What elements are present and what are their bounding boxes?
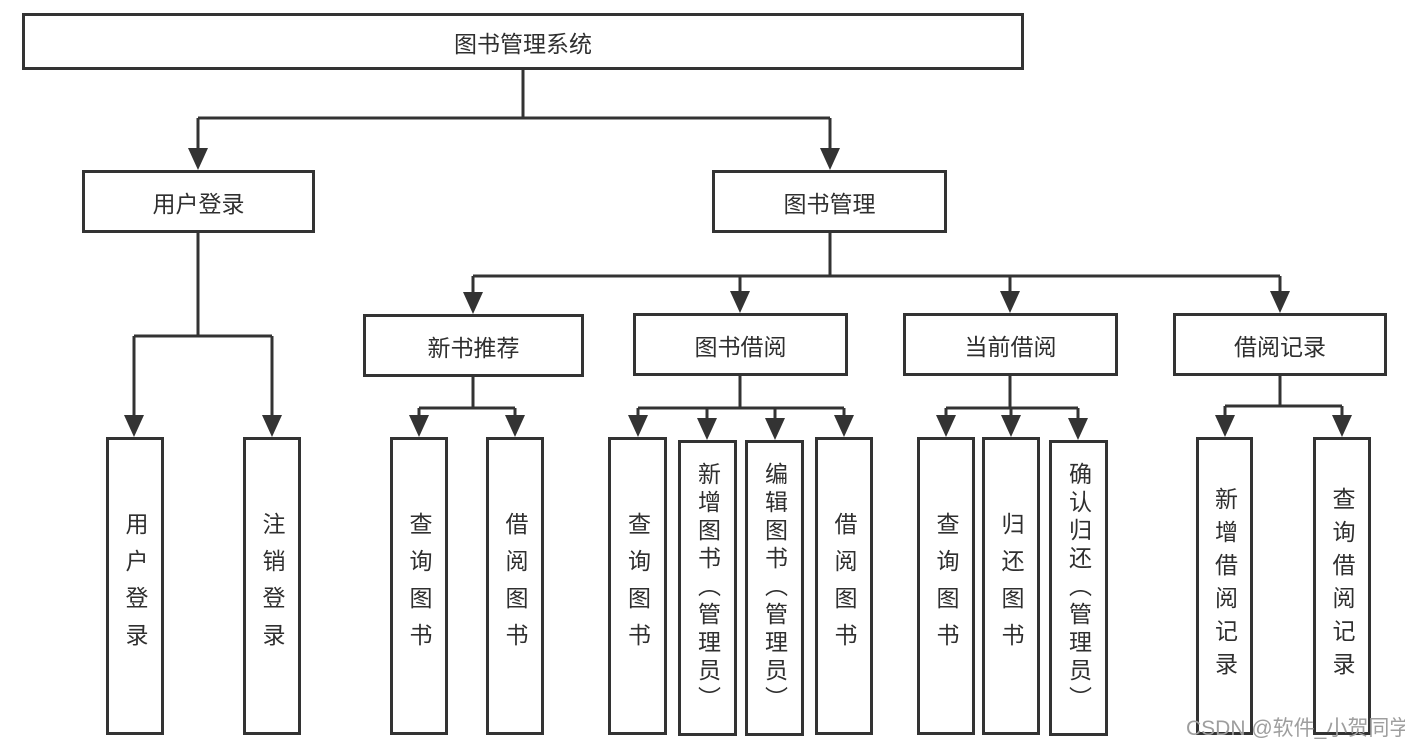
node-new-book-recommend: 新书推荐 — [363, 314, 584, 377]
leaf-label: 查询图书 — [624, 512, 651, 660]
leaf-label: 查询借阅记录 — [1329, 487, 1355, 685]
leaf-bw-borrow-books: 借阅图书 — [815, 437, 873, 735]
leaf-label: 借阅图书 — [831, 512, 857, 660]
leaf-label: 确认归还（管理员） — [1065, 462, 1092, 714]
leaf-rec-add-borrow-record: 新增借阅记录 — [1196, 437, 1253, 735]
leaf-label: 查询图书 — [406, 512, 432, 660]
leaf-cur-confirm-return-admin: 确认归还（管理员） — [1049, 440, 1108, 736]
leaf-rec-query-borrow-record: 查询借阅记录 — [1313, 437, 1371, 735]
node-label: 图书借阅 — [694, 333, 787, 360]
node-label: 图书管理系统 — [454, 30, 592, 57]
leaf-label: 编辑图书（管理员） — [761, 462, 788, 714]
node-library-system: 图书管理系统 — [22, 13, 1024, 70]
leaf-bw-query-books: 查询图书 — [608, 437, 667, 735]
leaf-bw-add-books-admin: 新增图书（管理员） — [678, 440, 737, 736]
leaf-label: 归还图书 — [998, 512, 1024, 660]
node-label: 用户登录 — [152, 190, 245, 217]
leaf-cur-return-books: 归还图书 — [982, 437, 1040, 735]
arrowheads — [124, 148, 1352, 440]
leaf-label: 借阅图书 — [502, 512, 528, 660]
watermark: CSDN @软件_小贺同学 — [1186, 717, 1405, 740]
node-book-management: 图书管理 — [712, 170, 947, 233]
leaf-logout: 注销登录 — [243, 437, 301, 735]
leaf-label: 查询图书 — [933, 512, 959, 660]
leaf-nb-borrow-books: 借阅图书 — [486, 437, 544, 735]
node-label: 新书推荐 — [427, 334, 520, 361]
node-user-login: 用户登录 — [82, 170, 315, 233]
node-book-borrow: 图书借阅 — [633, 313, 848, 376]
node-label: 当前借阅 — [964, 333, 1057, 360]
node-label: 借阅记录 — [1234, 333, 1326, 360]
leaf-label: 新增借阅记录 — [1211, 487, 1238, 685]
leaf-label: 注销登录 — [259, 512, 285, 660]
leaf-bw-edit-books-admin: 编辑图书（管理员） — [745, 440, 804, 736]
node-current-borrow: 当前借阅 — [903, 313, 1118, 376]
leaf-label: 新增图书（管理员） — [694, 462, 721, 714]
leaf-label: 用户登录 — [122, 512, 148, 660]
leaf-nb-query-books: 查询图书 — [390, 437, 448, 735]
leaf-cur-query-books: 查询图书 — [917, 437, 975, 735]
node-label: 图书管理 — [783, 190, 876, 217]
node-borrow-records: 借阅记录 — [1173, 313, 1387, 376]
leaf-user-login: 用户登录 — [106, 437, 164, 735]
